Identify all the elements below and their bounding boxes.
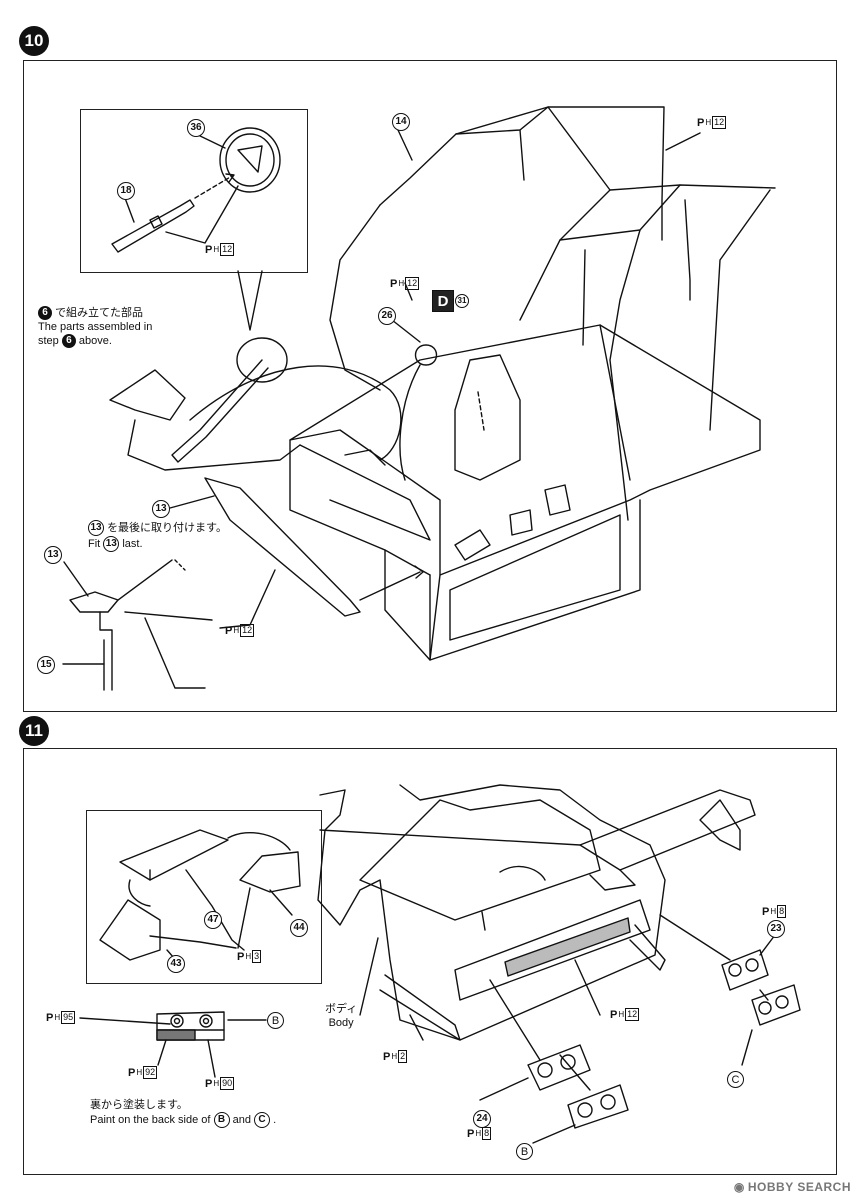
watermark: ◉HOBBY SEARCH — [733, 1180, 851, 1194]
step-11-number: 11 — [19, 716, 49, 746]
part-13-detail-label: 13 — [44, 546, 62, 564]
step-10-number: 10 — [19, 26, 49, 56]
part-26-label: 26 — [378, 307, 396, 325]
part-47-label: 47 — [204, 911, 222, 929]
part-14-label: 14 — [392, 113, 410, 131]
body-label: ボディ Body — [325, 1003, 358, 1029]
part-36-label: 36 — [187, 119, 205, 137]
letter-c-label: C — [727, 1071, 744, 1088]
part-15-label: 15 — [37, 656, 55, 674]
part-43-label: 43 — [167, 955, 185, 973]
watermark-logo-icon: ◉ — [733, 1180, 745, 1194]
rear-panel-inset — [86, 810, 322, 984]
letter-b-label: B — [267, 1012, 284, 1029]
fit-13-note: 13 を最後に取り付けます。 Fit 13 last. — [88, 520, 227, 552]
part-24-label: 24 — [473, 1110, 491, 1128]
decal-d-badge: D — [432, 290, 454, 312]
part-18-label: 18 — [117, 182, 135, 200]
step-6-note: 6 で組み立てた部品 The parts assembled in step 6… — [38, 306, 153, 349]
letter-b-label: B — [516, 1143, 533, 1160]
part-23-label: 23 — [767, 920, 785, 938]
part-44-label: 44 — [290, 919, 308, 937]
back-paint-note: 裏から塗装します。 Paint on the back side of B an… — [90, 1098, 276, 1128]
part-13-label: 13 — [152, 500, 170, 518]
part-31-label: 31 — [455, 294, 469, 308]
